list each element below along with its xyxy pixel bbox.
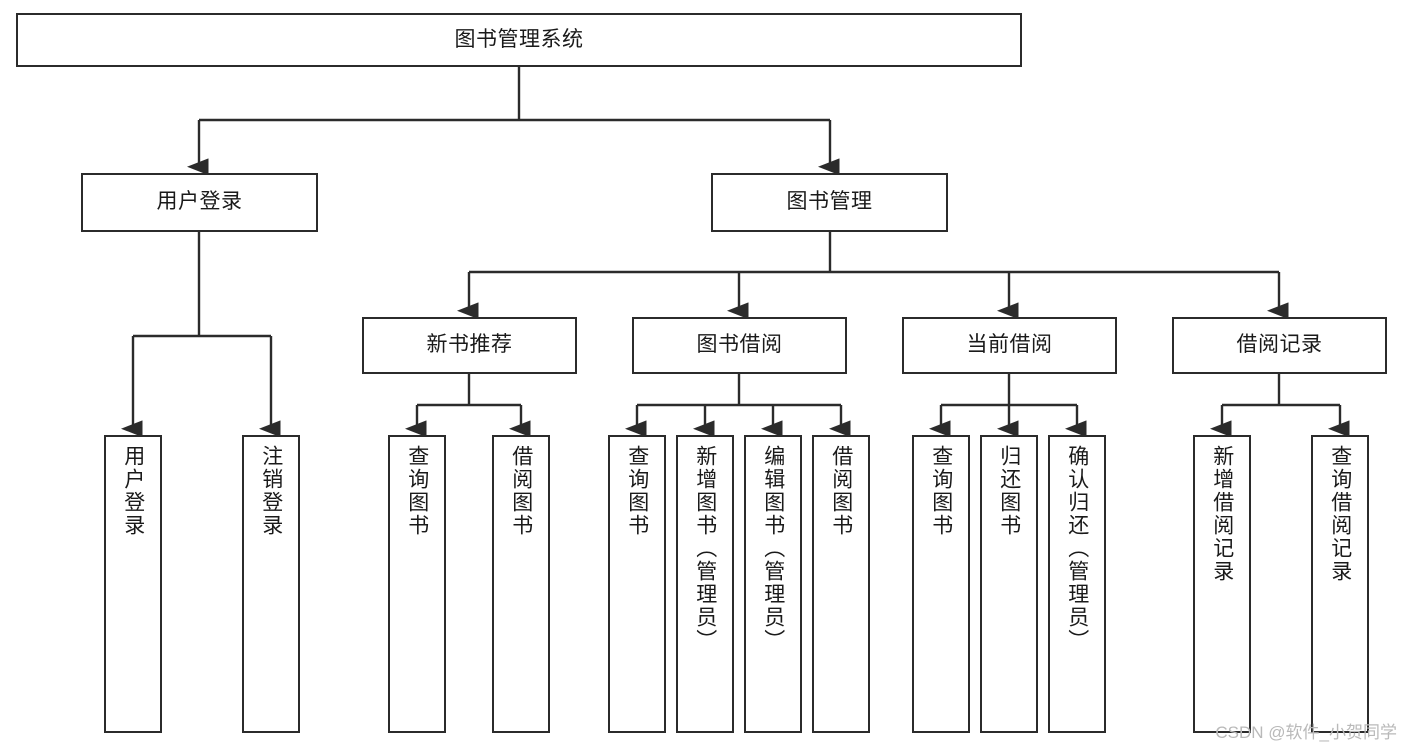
leaf-new-book-borrow[interactable]: 借阅图书 bbox=[492, 435, 550, 733]
node-root-system[interactable]: 图书管理系统 bbox=[16, 13, 1022, 67]
node-label: 注销登录 bbox=[259, 445, 283, 537]
node-label: 用户登录 bbox=[156, 190, 243, 214]
node-new-book-recommend[interactable]: 新书推荐 bbox=[362, 317, 577, 374]
node-label: 查询借阅记录 bbox=[1328, 445, 1352, 583]
leaf-current-borrow-return[interactable]: 归还图书 bbox=[980, 435, 1038, 733]
node-label: 查询图书 bbox=[405, 445, 429, 537]
leaf-book-borrow-query[interactable]: 查询图书 bbox=[608, 435, 666, 733]
node-label: 图书管理系统 bbox=[454, 27, 584, 51]
node-label: 图书借阅 bbox=[696, 333, 783, 357]
node-label: 编辑图书（管理员） bbox=[761, 445, 785, 652]
node-label: 借阅图书 bbox=[829, 445, 853, 537]
node-label: 借阅图书 bbox=[509, 445, 533, 537]
leaf-new-book-query[interactable]: 查询图书 bbox=[388, 435, 446, 733]
leaf-book-borrow-edit[interactable]: 编辑图书（管理员） bbox=[744, 435, 802, 733]
node-borrow-record[interactable]: 借阅记录 bbox=[1172, 317, 1387, 374]
node-label: 查询图书 bbox=[929, 445, 953, 537]
node-current-borrow[interactable]: 当前借阅 bbox=[902, 317, 1117, 374]
leaf-book-borrow-borrow[interactable]: 借阅图书 bbox=[812, 435, 870, 733]
node-book-management[interactable]: 图书管理 bbox=[711, 173, 948, 232]
node-label: 新增图书（管理员） bbox=[693, 445, 717, 652]
leaf-user-login-login[interactable]: 用户登录 bbox=[104, 435, 162, 733]
node-label: 新增借阅记录 bbox=[1210, 445, 1234, 583]
node-label: 归还图书 bbox=[997, 445, 1021, 537]
node-book-borrow[interactable]: 图书借阅 bbox=[632, 317, 847, 374]
leaf-book-borrow-add[interactable]: 新增图书（管理员） bbox=[676, 435, 734, 733]
leaf-current-borrow-confirm-return[interactable]: 确认归还（管理员） bbox=[1048, 435, 1106, 733]
leaf-borrow-record-add[interactable]: 新增借阅记录 bbox=[1193, 435, 1251, 733]
watermark-text: CSDN @软件_小贺同学 bbox=[1215, 723, 1397, 742]
node-label: 图书管理 bbox=[786, 190, 873, 214]
node-label: 新书推荐 bbox=[426, 333, 513, 357]
node-label: 借阅记录 bbox=[1236, 333, 1323, 357]
node-label: 用户登录 bbox=[121, 445, 145, 537]
node-user-login[interactable]: 用户登录 bbox=[81, 173, 318, 232]
node-label: 确认归还（管理员） bbox=[1065, 445, 1089, 652]
leaf-user-login-logout[interactable]: 注销登录 bbox=[242, 435, 300, 733]
leaf-borrow-record-query[interactable]: 查询借阅记录 bbox=[1311, 435, 1369, 733]
node-label: 当前借阅 bbox=[966, 333, 1053, 357]
node-label: 查询图书 bbox=[625, 445, 649, 537]
leaf-current-borrow-query[interactable]: 查询图书 bbox=[912, 435, 970, 733]
